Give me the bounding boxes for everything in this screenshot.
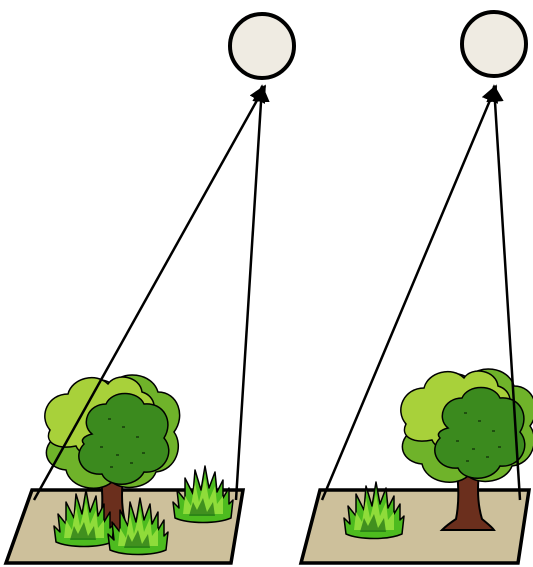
right-ground-plot-icon	[301, 490, 529, 563]
left-circle-sensor-icon	[230, 14, 294, 78]
left-view-ray-2	[236, 86, 262, 500]
right-panel	[301, 12, 533, 563]
right-circle-sensor-icon	[462, 12, 526, 76]
left-panel	[6, 14, 294, 563]
